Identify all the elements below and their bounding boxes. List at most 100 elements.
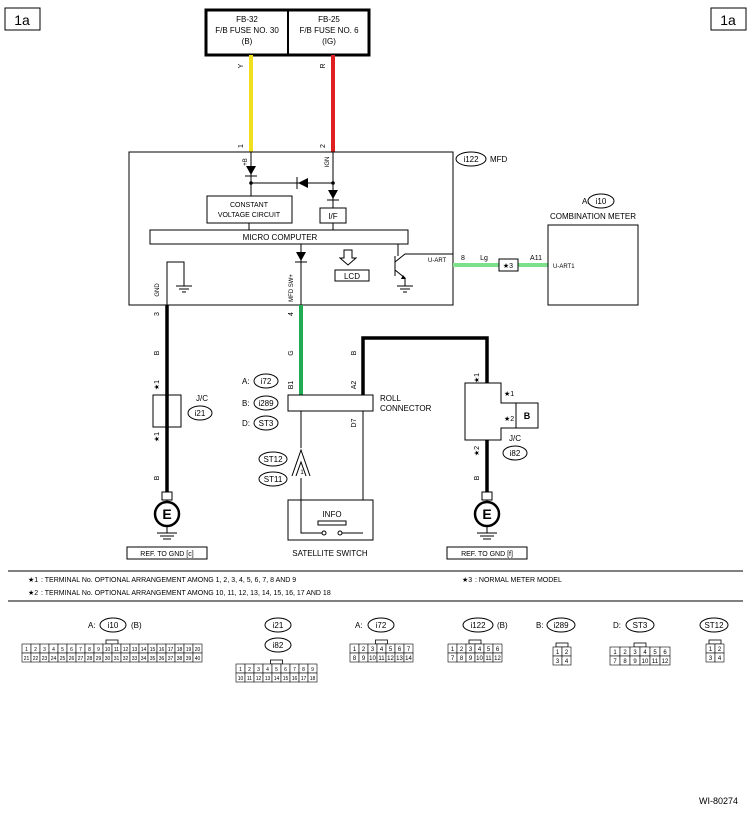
connector-pin-number: 7	[613, 659, 617, 665]
jc-left-label: J/C	[196, 394, 208, 403]
connector-pin-number: 3	[257, 667, 260, 673]
connector-pin-number: 2	[460, 647, 464, 653]
conn-i72-id: i72	[376, 621, 387, 630]
connector-pin-number: 12	[662, 659, 669, 665]
connector-pin-number: 4	[52, 647, 55, 653]
connector-pin-number: 1	[613, 650, 617, 656]
wire-red-label: R	[320, 63, 327, 68]
note-2-text: : TERMINAL No. OPTIONAL ARRANGEMENT AMON…	[41, 590, 331, 597]
roll-pin-b1: B1	[288, 381, 295, 390]
page-id-left: 1a	[14, 12, 30, 28]
lcd-box	[334, 269, 370, 282]
combination-meter-box	[547, 224, 639, 306]
connector-pin-number: 4	[718, 656, 722, 662]
roll-conn-d: ST3	[259, 419, 274, 428]
connector-pin-number: 18	[177, 647, 183, 653]
connector-pin-number: 8	[88, 647, 91, 653]
roll-label1: ROLL	[380, 394, 401, 403]
connector-pin-number: 11	[114, 647, 119, 653]
connector-pin-number: 2	[565, 650, 569, 656]
connector-pin-number: 12	[494, 656, 501, 662]
connector-pin-number: 2	[34, 647, 37, 653]
connector-pin-number: 30	[105, 656, 111, 662]
connector-pin-number: 13	[396, 656, 403, 662]
connector-pin-number: 28	[87, 656, 93, 662]
connector-pin-number: 8	[302, 667, 305, 673]
connector-pin-number: 13	[132, 647, 138, 653]
page-id-box-right	[710, 7, 747, 31]
sw-pin: 4	[288, 312, 295, 316]
connector-pin-number: 18	[310, 676, 316, 682]
st-conn-2: ST11	[264, 475, 283, 484]
connector-pin-number: 10	[105, 647, 111, 653]
conn-i289-prefix: B:	[536, 621, 544, 630]
connector-pin-number: 7	[293, 667, 296, 673]
note-3-mark: ★3	[462, 576, 472, 584]
fuse-2-line2: (IG)	[322, 37, 336, 46]
conn-i21-id: i21	[273, 621, 284, 630]
mfd-pin-2: 2	[320, 144, 327, 148]
connector-pin-number: 10	[642, 659, 649, 665]
connector-cavity	[714, 652, 725, 663]
connector-pin-number: 3	[43, 647, 46, 653]
connector-pin-number: 37	[168, 656, 174, 662]
connector-pin-number: 22	[33, 656, 39, 662]
conn-i72-prefix: A:	[355, 621, 363, 630]
conn-st3-prefix: D:	[613, 621, 621, 630]
wire-yellow-label: Y	[238, 63, 245, 68]
connector-pin-number: 6	[663, 650, 667, 656]
connector-pin-number: 19	[186, 647, 192, 653]
jc-right-conn: i82	[510, 449, 521, 458]
connector-pin-number: 5	[389, 647, 393, 653]
fuse-1-line1: F/B FUSE NO. 30	[215, 26, 279, 35]
meter-prefix: A:	[582, 197, 590, 206]
pin-b-label: +B	[243, 158, 249, 166]
connector-pin-number: 4	[380, 647, 384, 653]
st-conn-1: ST12	[263, 455, 283, 464]
connector-pin-number: 1	[556, 650, 560, 656]
connector-pin-number: 15	[283, 676, 289, 682]
connector-latch	[555, 642, 569, 648]
jc-right-b-box	[515, 402, 539, 429]
connector-pin-number: 2	[248, 667, 251, 673]
mfd-label: MFD	[490, 155, 508, 164]
connector-pin-number: 10	[238, 676, 244, 682]
conn-st3-id: ST3	[633, 621, 648, 630]
connector-pin-number: 1	[25, 647, 28, 653]
wire-lg-label: Lg	[480, 255, 488, 262]
connector-pin-number: 12	[256, 676, 262, 682]
connector-pin-number: 6	[70, 647, 73, 653]
meter-marker: ★3	[503, 262, 513, 270]
connector-pin-number: 6	[398, 647, 402, 653]
conn-i10-id: i10	[108, 621, 119, 630]
connector-latch	[708, 639, 722, 645]
mfd-conn-oval	[455, 151, 487, 167]
gnd-pin-label: GND	[155, 283, 161, 297]
mfd-box	[128, 151, 454, 306]
meter-pin: A11	[530, 255, 542, 262]
connector-pin-number: 3	[633, 650, 637, 656]
connector-pin-number: 23	[42, 656, 48, 662]
wire-roll-label: B	[351, 350, 358, 355]
conn-i10-suffix: (B)	[131, 621, 142, 630]
connector-pin-number: 3	[371, 647, 375, 653]
connector-pin-number: 36	[159, 656, 165, 662]
doc-code: WI-80274	[699, 796, 738, 806]
micro-label: MICRO COMPUTER	[243, 233, 318, 242]
connector-pin-number: 33	[132, 656, 138, 662]
connector-pin-number: 26	[69, 656, 75, 662]
page-id-box-left	[4, 7, 41, 31]
ref-gnd-right-box	[446, 546, 528, 560]
conn-i122-suffix: (B)	[497, 621, 508, 630]
connector-pin-number: 2	[718, 647, 722, 653]
cvc-line2: VOLTAGE CIRCUIT	[218, 212, 281, 219]
connector-pin-number: 4	[266, 667, 269, 673]
meter-pin-label: U-ART1	[553, 264, 575, 270]
connector-pin-number: 17	[301, 676, 307, 682]
connector-pin-number: 39	[186, 656, 192, 662]
roll-pin-a2: A2	[351, 381, 358, 390]
fuse-1-line2: (B)	[242, 37, 253, 46]
connector-pin-number: 34	[141, 656, 147, 662]
